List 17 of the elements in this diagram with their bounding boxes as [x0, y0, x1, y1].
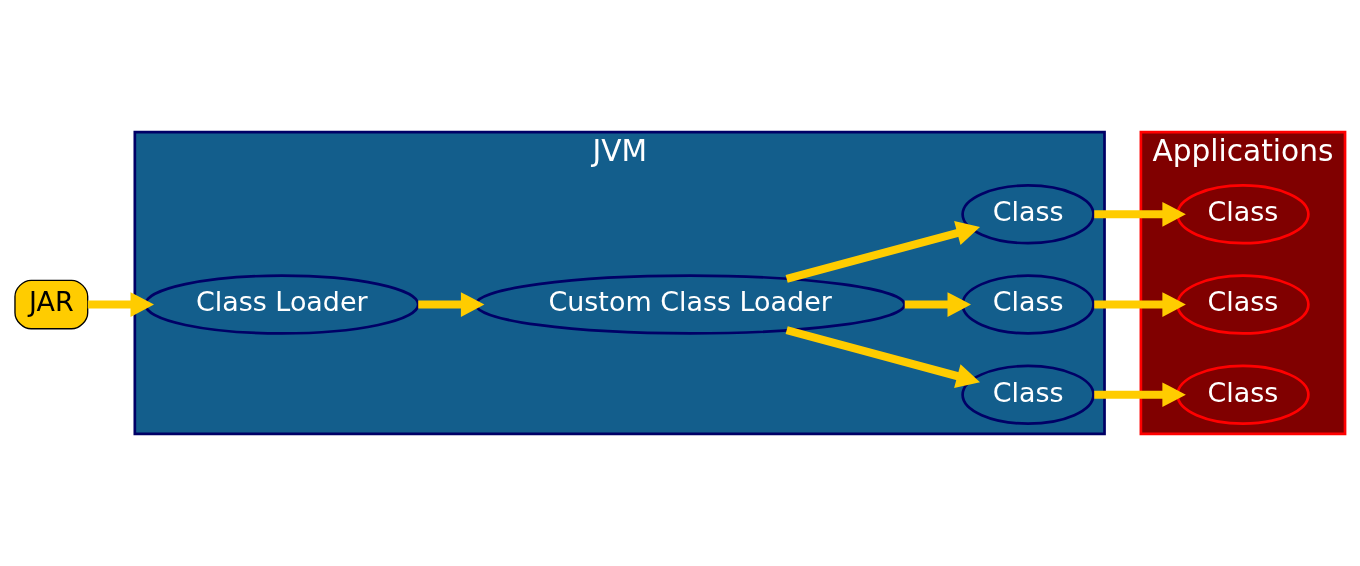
arrow	[418, 292, 485, 317]
arrow	[785, 221, 980, 283]
arrow	[1094, 201, 1186, 227]
node-ellipse: Class	[961, 274, 1095, 335]
node-ellipse: Custom Class Loader	[474, 274, 906, 335]
node-ellipse: Class Loader	[144, 274, 420, 335]
node-ellipse: Class	[1176, 184, 1310, 245]
node-ellipse: Class	[1176, 364, 1310, 425]
node-ellipse: Class	[1176, 274, 1310, 335]
node-ellipse: Class	[961, 184, 1095, 245]
arrow	[904, 292, 971, 317]
arrow	[87, 292, 154, 317]
arrow	[785, 326, 980, 389]
arrow	[1094, 382, 1186, 408]
arrow	[1094, 292, 1186, 317]
node-ellipse: Class	[961, 364, 1095, 425]
node-box: JAR	[14, 279, 89, 330]
